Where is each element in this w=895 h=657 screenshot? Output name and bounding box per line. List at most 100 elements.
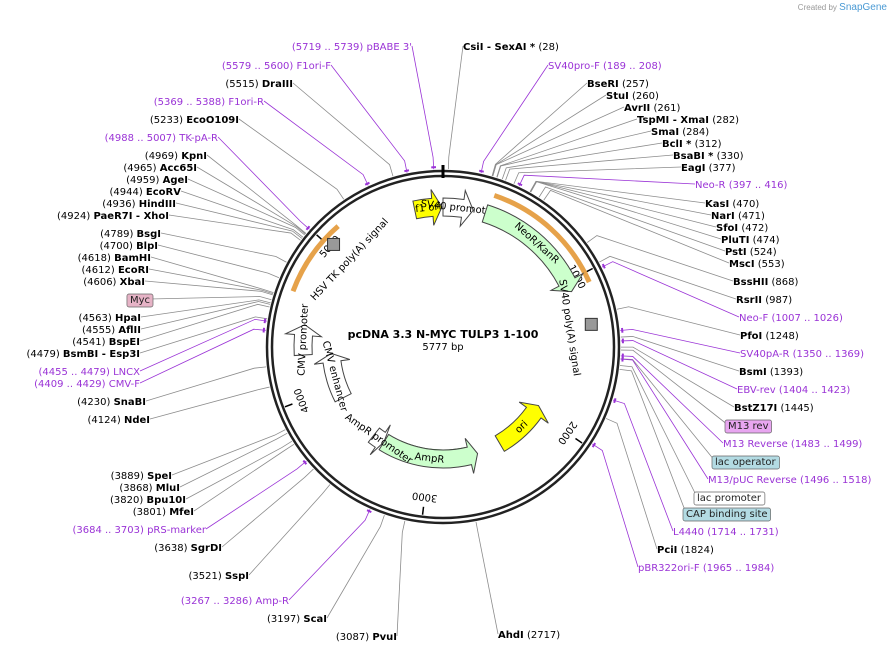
site-bsshii[interactable]: BssHII (868) xyxy=(733,277,799,288)
feature-tag-m13-rev[interactable]: M13 rev xyxy=(724,419,772,434)
cut-position: (4959) xyxy=(126,175,159,186)
primer-neo-f[interactable]: Neo-F (1007 .. 1026) xyxy=(739,313,843,324)
primer-sv40pa-r[interactable]: SV40pA-R (1350 .. 1369) xyxy=(740,349,864,360)
site-csii-sexai[interactable]: CsiI - SexAI * (28) xyxy=(463,42,559,53)
site-pluti[interactable]: PluTI (474) xyxy=(721,235,780,246)
site-ecorv[interactable]: (4944) EcoRV xyxy=(109,187,181,198)
site-paer7i-xhoi[interactable]: (4924) PaeR7I - XhoI xyxy=(57,211,169,222)
site-spei[interactable]: (3889) SpeI xyxy=(111,471,172,482)
leader-line xyxy=(140,301,271,330)
site-bsgi[interactable]: (4789) BsgI xyxy=(100,229,161,240)
site-sspi[interactable]: (3521) SspI xyxy=(189,571,250,582)
feature-label: CMV enhancer xyxy=(320,340,350,414)
site-bamhi[interactable]: (4618) BamHI xyxy=(78,253,151,264)
site-bspei[interactable]: (4541) BspEI xyxy=(72,337,140,348)
site-pfoi[interactable]: PfoI (1248) xyxy=(740,331,799,342)
primer-amp-r[interactable]: (3267 .. 3286) Amp-R xyxy=(181,596,289,607)
site-eagi[interactable]: EagI (377) xyxy=(681,163,736,174)
site-hpai[interactable]: (4563) HpaI xyxy=(79,313,141,324)
site-bsmbi-esp3i[interactable]: (4479) BsmBI - Esp3I xyxy=(26,349,140,360)
site-sfoi[interactable]: SfoI (472) xyxy=(716,223,768,234)
site-stui[interactable]: StuI (260) xyxy=(606,91,659,102)
feature-sv40-polya[interactable]: SV40 poly(A) signal xyxy=(556,279,598,377)
primer-l4440[interactable]: L4440 (1714 .. 1731) xyxy=(673,527,779,538)
site-snabi[interactable]: (4230) SnaBI xyxy=(77,397,146,408)
feature-hsv-tk-polya[interactable]: HSV TK poly(A) signal xyxy=(309,217,391,304)
site-ahdi[interactable]: AhdI (2717) xyxy=(498,630,560,641)
leader-line xyxy=(601,261,740,318)
site-pvui[interactable]: (3087) PvuI xyxy=(336,632,397,643)
site-hindiii[interactable]: (4936) HindIII xyxy=(102,199,176,210)
primer-neo-r[interactable]: Neo-R (397 .. 416) xyxy=(695,180,787,191)
site-xbai[interactable]: (4606) XbaI xyxy=(83,277,145,288)
label-text: BsaBI * (330) xyxy=(673,151,744,162)
enzyme-name: EcoO109I xyxy=(186,115,239,126)
site-kasi[interactable]: KasI (470) xyxy=(705,199,759,210)
primer-prs-marker[interactable]: (3684 .. 3703) pRS-marker xyxy=(72,525,206,536)
enzyme-name: ScaI xyxy=(303,614,327,625)
cut-position: (474) xyxy=(753,235,780,246)
site-nari[interactable]: NarI (471) xyxy=(711,211,765,222)
site-psti[interactable]: PstI (524) xyxy=(725,247,777,258)
site-mlui[interactable]: (3868) MluI xyxy=(119,483,180,494)
primer-name: F1ori-R xyxy=(228,97,264,108)
primer-pbabe-3[interactable]: (5719 .. 5739) pBABE 3' xyxy=(292,42,412,53)
site-ndei[interactable]: (4124) NdeI xyxy=(88,415,150,426)
primer-f1ori-f[interactable]: (5579 .. 5600) F1ori-F xyxy=(222,61,331,72)
feature-tag-lac-promoter[interactable]: lac promoter xyxy=(693,491,766,506)
feature-ori[interactable]: ori xyxy=(494,401,549,453)
feature-f1 ori[interactable]: f1 ori xyxy=(412,189,443,226)
primer-cmv-f[interactable]: (4409 .. 4429) CMV-F xyxy=(34,379,140,390)
site-sgrdi[interactable]: (3638) SgrDI xyxy=(154,543,222,554)
feature-cmv-enhancer[interactable]: CMV enhancer xyxy=(313,340,352,414)
feature-tag-myc[interactable]: Myc xyxy=(126,293,154,308)
primer-name: L4440 xyxy=(673,527,704,538)
site-rsrii[interactable]: RsrII (987) xyxy=(736,295,792,306)
primer-pbr322ori-f[interactable]: pBR322ori-F (1965 .. 1984) xyxy=(638,563,774,574)
site-pcii[interactable]: PciI (1824) xyxy=(657,545,714,556)
feature-tag-cap-binding-site[interactable]: CAP binding site xyxy=(682,507,771,522)
cut-position: (1248) xyxy=(765,331,798,342)
feature-tag-lac-operator[interactable]: lac operator xyxy=(711,455,780,470)
site-ecoo109i[interactable]: (5233) EcoO109I xyxy=(150,115,239,126)
feature-cmv-promoter[interactable]: CMV promoter xyxy=(283,303,324,376)
label-text: (3638) SgrDI xyxy=(154,543,222,554)
site-bseri[interactable]: BseRI (257) xyxy=(587,79,649,90)
site-bcli[interactable]: BclI * (312) xyxy=(662,139,722,150)
site-draiii[interactable]: (5515) DraIII xyxy=(225,79,293,90)
cut-position: (4944) xyxy=(109,187,142,198)
site-tspmi-xmai[interactable]: TspMI - XmaI (282) xyxy=(637,115,739,126)
primer-sv40pro-f[interactable]: SV40pro-F (189 .. 208) xyxy=(548,61,662,72)
primer-lncx[interactable]: (4455 .. 4479) LNCX xyxy=(39,367,141,378)
leader-line xyxy=(330,64,408,173)
site-blpi[interactable]: (4700) BlpI xyxy=(100,241,158,252)
site-msci[interactable]: MscI (553) xyxy=(729,259,785,270)
site-avrii[interactable]: AvrII (261) xyxy=(624,103,680,114)
site-bsmi[interactable]: BsmI (1393) xyxy=(739,367,803,378)
primer-m13-reverse[interactable]: M13 Reverse (1483 .. 1499) xyxy=(723,439,862,450)
site-kpni[interactable]: (4969) KpnI xyxy=(145,151,207,162)
label-text: (4959) AgeI xyxy=(126,175,188,186)
primer-ebv-rev[interactable]: EBV-rev (1404 .. 1423) xyxy=(737,385,850,396)
enzyme-name: XbaI xyxy=(120,277,145,288)
primer-tk-pa-r[interactable]: (4988 .. 5007) TK-pA-R xyxy=(105,133,218,144)
label-text: BstZ17I (1445) xyxy=(734,403,814,414)
primer-m13-puc-reverse[interactable]: M13/pUC Reverse (1496 .. 1518) xyxy=(708,475,871,486)
site-bsabi[interactable]: BsaBI * (330) xyxy=(673,151,744,162)
site-ecori[interactable]: (4612) EcoRI xyxy=(81,265,149,276)
feature-ampr-promoter[interactable]: AmpR promoter xyxy=(343,412,415,467)
site-acc65i[interactable]: (4965) Acc65I xyxy=(123,163,197,174)
cut-position: (3087) xyxy=(336,632,369,643)
label-text: PluTI (474) xyxy=(721,235,780,246)
site-smai[interactable]: SmaI (284) xyxy=(651,127,709,138)
site-bstz17i[interactable]: BstZ17I (1445) xyxy=(734,403,814,414)
site-scai[interactable]: (3197) ScaI xyxy=(267,614,327,625)
site-aflii[interactable]: (4555) AflII xyxy=(82,325,141,336)
feature-ampr[interactable]: AmpR xyxy=(378,433,479,474)
enzyme-name: MluI xyxy=(156,483,180,494)
site-mfei[interactable]: (3801) MfeI xyxy=(133,507,194,518)
site-bpu10i[interactable]: (3820) Bpu10I xyxy=(110,495,186,506)
primer-f1ori-r[interactable]: (5369 .. 5388) F1ori-R xyxy=(154,97,264,108)
site-agei[interactable]: (4959) AgeI xyxy=(126,175,188,186)
tick-label: 2000 xyxy=(555,419,579,446)
